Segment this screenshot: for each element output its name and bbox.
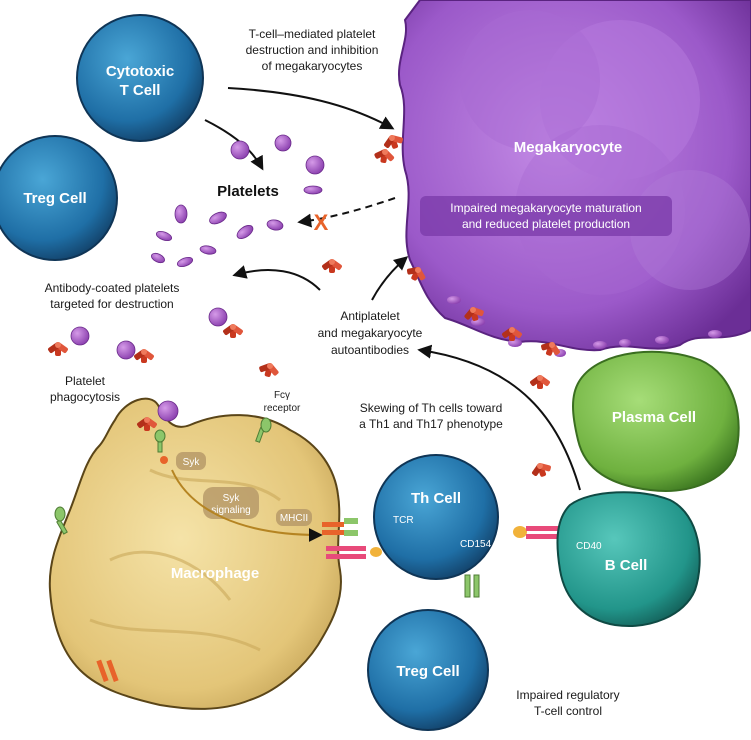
- th-cell: [373, 454, 499, 580]
- mhc-label: MHCII: [280, 513, 308, 524]
- fc-receptor-line1: Fcγ: [274, 390, 290, 401]
- cytotoxic-t-cell-label-line1: Cytotoxic: [106, 63, 174, 80]
- arrow-bcell-to-autoantibodies: [417, 344, 581, 491]
- antibody-coated-line2: targeted for destruction: [50, 297, 173, 311]
- cd40-label: CD40: [576, 541, 602, 552]
- arrows: [204, 87, 581, 491]
- megakaryocyte-label: Megakaryocyte: [514, 139, 622, 156]
- macrophage-label: Macrophage: [171, 565, 259, 582]
- macrophage-bottom-receptor: [96, 659, 119, 683]
- syk-badge: [176, 452, 206, 470]
- tcell-destruction-line3: of megakaryocytes: [262, 59, 363, 73]
- arrow-autoantibodies-to-megakaryocyte: [371, 256, 409, 301]
- cytotoxic-t-cell-label-line2: T Cell: [120, 82, 161, 99]
- treg-cell-bottom: [367, 609, 489, 731]
- syk-label: Syk: [183, 457, 201, 468]
- free-platelets: [151, 134, 325, 268]
- syk-kinase-dot: [160, 456, 168, 464]
- impaired-maturation-line1: Impaired megakaryocyte maturation: [450, 201, 641, 215]
- b-cell: [556, 491, 701, 627]
- autoantibodies-line2: and megakaryocyte: [318, 326, 423, 340]
- fc-receptors: [54, 417, 272, 535]
- antibody-coated-line1: Antibody-coated platelets: [45, 281, 180, 295]
- b-cell-label: B Cell: [605, 557, 648, 574]
- impaired-maturation-line2: and reduced platelet production: [462, 217, 630, 231]
- treg-cell-top: [0, 135, 118, 261]
- arrow-megakaryocyte-to-platelets-blocked: [297, 197, 396, 228]
- tcell-destruction-line2: destruction and inhibition: [246, 43, 379, 57]
- phagocytosis-line1: Platelet: [65, 374, 106, 388]
- th-surface-receptor: [464, 574, 480, 598]
- tcr-label: TCR: [393, 515, 414, 526]
- platelets-label: Platelets: [217, 183, 279, 200]
- antibody-coated-platelets: [70, 307, 244, 360]
- th-cell-label: Th Cell: [411, 490, 461, 507]
- fc-receptor-line2: receptor: [264, 403, 301, 414]
- treg-cell-bottom-label: Treg Cell: [396, 663, 459, 680]
- mhc-tcr-synapse: [322, 518, 382, 559]
- phagocytosis-line2: phagocytosis: [50, 390, 120, 404]
- mhc-badge: [276, 509, 312, 526]
- impaired-regulatory-line2: T-cell control: [534, 704, 602, 718]
- tcell-destruction-line1: T-cell–mediated platelet: [249, 27, 376, 41]
- cytotoxic-t-cell: [76, 14, 204, 142]
- syk-signaling-line1: Syk: [223, 493, 241, 504]
- treg-cell-top-label: Treg Cell: [23, 190, 86, 207]
- impaired-regulatory-line1: Impaired regulatory: [516, 688, 619, 702]
- impaired-maturation-box: [420, 196, 672, 236]
- macrophage: [48, 397, 342, 710]
- plasma-cell: [572, 350, 740, 492]
- syk-signaling-arrow: [171, 469, 323, 542]
- blocked-production-mark: X: [314, 210, 329, 235]
- syk-signaling-badge: [203, 487, 259, 519]
- arrow-autoantibodies-to-platelets: [232, 265, 321, 291]
- cd154-label: CD154: [460, 539, 492, 550]
- autoantibodies-line1: Antiplatelet: [340, 309, 400, 323]
- skewing-line1: Skewing of Th cells toward: [360, 401, 503, 415]
- arrow-tcell-to-megakaryocyte: [227, 87, 395, 130]
- syk-signaling-line2: signaling: [211, 505, 250, 516]
- plasma-cell-label: Plasma Cell: [612, 409, 696, 426]
- cd154-cd40-synapse: [513, 526, 576, 539]
- skewing-line2: a Th1 and Th17 phenotype: [359, 417, 503, 431]
- autoantibodies-line3: autoantibodies: [331, 343, 409, 357]
